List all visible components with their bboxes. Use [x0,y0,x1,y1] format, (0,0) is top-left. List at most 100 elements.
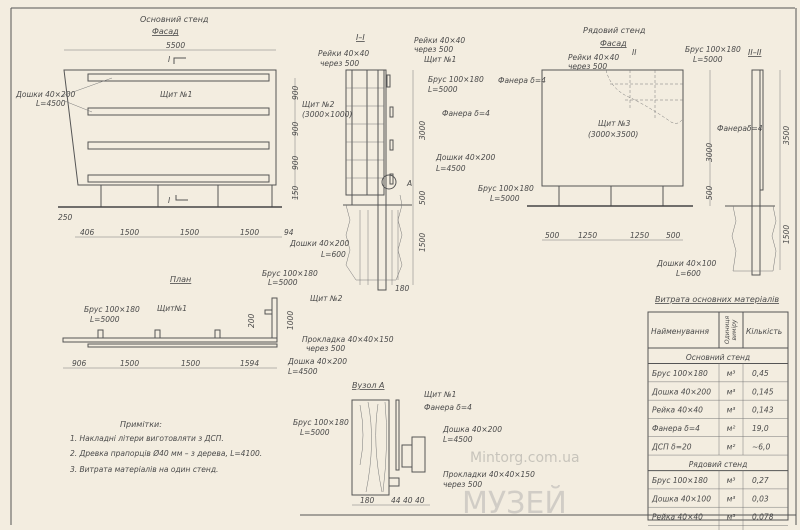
label: Щит №1 [424,55,456,64]
dim-bottom: 906 [72,359,87,368]
header-unit-box: Одиниця виміру [724,315,738,345]
dim-1500: 1500 [418,233,427,252]
cell-unit: м³ [727,476,736,485]
label: через 500 [568,62,607,71]
cell-name: ДСП δ=20 [651,442,692,451]
note-item: 2. Древка прапорців Ø40 мм – з дерева, L… [70,449,262,458]
dim-bottom: 94 [284,228,294,237]
cell-quantity: 0,145 [752,387,774,396]
cell-quantity: 0,03 [752,494,769,503]
label: Брус 100×180 [428,75,484,84]
label: L=5000 [693,55,723,64]
header-quantity: Кількість [746,327,782,336]
main-facade-label: Фасад [152,27,179,36]
dim-200: 200 [247,313,256,328]
dim-bottom: 1250 [578,231,597,240]
dim-bottom: 1500 [240,228,259,237]
header-unit: Одиниця виміру [724,315,738,345]
cell-name: Фанера δ=4 [652,424,700,433]
table-row: ДСП δ=20 м² ~6,0 [648,436,788,456]
dim-500: 500 [418,190,427,205]
table-row: Рейка 40×40 м³ 0,078 [648,507,788,526]
label: Рейки 40×40 [568,53,619,62]
dim-bottom: 500 [545,231,560,240]
board [87,73,270,82]
label: Фанера δ=4 [498,76,546,85]
cell-unit: м³ [727,406,736,415]
dim-1500: 1500 [782,225,791,244]
label: L=600 [321,250,346,259]
beam-section [351,399,390,496]
cell-unit: м³ [727,494,736,503]
section-mark: II [632,48,637,57]
label: Дошка 40×200 [287,357,347,366]
table-section-header: Рядовий стенд [689,460,748,469]
cell-unit: м² [727,442,736,451]
post [377,69,387,291]
dim-bottom: 1250 [630,231,649,240]
label: L=5000 [490,194,520,203]
label: L=600 [676,269,701,278]
row-stand-title: Рядовий стенд [583,26,646,35]
node-a-detail: Вузол А Щит №1 Фанера δ=4 Брус 100×180 L… [293,381,535,506]
label: (3000×1000) [302,110,352,119]
watermark-text: МУЗЕЙ [462,485,567,521]
label: Рейки 40×40 [414,36,465,45]
cell-quantity: 19,0 [752,424,769,433]
label: Дошки 40×100 [656,259,716,268]
label: L=4500 [288,367,318,376]
dim: 44 [391,496,401,505]
dim-500: 500 [705,185,714,200]
panel-3-label: Щит №3 [598,119,631,128]
label: Рейки 40×40 [318,49,369,58]
dim: 40 [415,496,425,505]
panel-3-size: (3000×3500) [588,130,638,139]
dim-bottom: 1500 [180,228,199,237]
cell-name: Брус 100×180 [652,369,708,378]
label: L=5000 [428,85,458,94]
panel-1 [63,69,277,186]
dim-900: 900 [291,155,300,170]
cell-name: Рейка 40×40 [652,513,703,522]
dim-bottom: 1500 [120,228,139,237]
dim-bottom: 1500 [120,359,139,368]
cell-unit: м² [727,424,736,433]
label: Брус 100×180 [262,269,318,278]
node-a-title: Вузол А [352,381,385,390]
dim-180: 180 [395,284,410,293]
dim-3500: 3500 [782,126,791,145]
label: Щит№1 [157,304,187,313]
dim-bottom: 1500 [181,359,200,368]
label: Прокладка 40×40×150 [302,335,394,344]
label: Дошки 40×200 [289,239,349,248]
label: L=5000 [90,315,120,324]
table-section-header: Основний стенд [686,353,750,362]
label: Брус 100×180 [293,418,349,427]
panel-3 [541,69,684,187]
label: L=5000 [268,278,298,287]
label: через 500 [443,480,482,489]
main-width-dim: 5500 [166,41,185,50]
board-label: Дошки 40×200 [15,90,75,99]
label: Щит №1 [424,390,456,399]
cell-quantity: 0,078 [752,513,774,522]
section-2-title: II–II [748,48,762,57]
table-title: Витрата основних матеріалів [655,295,779,304]
cell-unit: м³ [727,513,736,522]
header-name: Найменування [651,327,710,336]
cell-quantity: ~6,0 [752,442,770,451]
label: Дошка 40×200 [442,425,502,434]
label: Прокладки 40×40×150 [443,470,535,479]
label: Щит №2 [302,100,335,109]
label: через 500 [306,344,345,353]
dim-3000: 3000 [705,143,714,162]
cell-name: Дошка 40×200 [651,387,711,396]
cell-quantity: 0,45 [752,369,769,378]
dim-900: 900 [291,121,300,136]
label: Брус 100×180 [685,45,741,54]
